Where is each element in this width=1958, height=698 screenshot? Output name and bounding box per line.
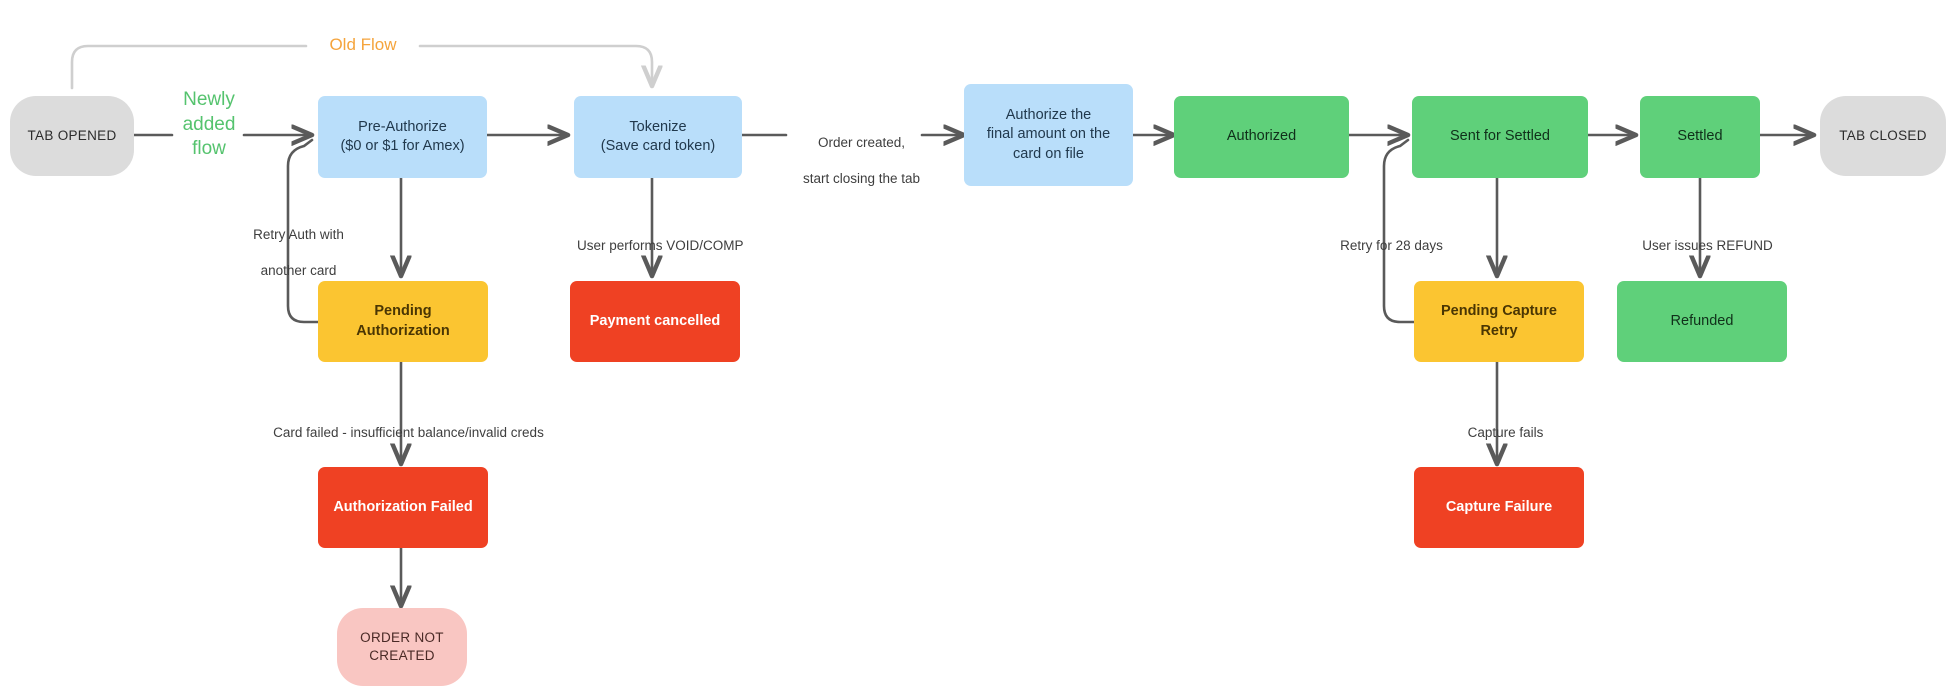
node-tab-closed[interactable]: TAB CLOSED [1820, 96, 1946, 176]
node-sent-for-settled[interactable]: Sent for Settled [1412, 96, 1588, 178]
label-retry-for-28-days: Retry for 28 days [1321, 219, 1447, 273]
edge-old-flow [70, 44, 308, 90]
retry-28-days-text: Retry for 28 days [1340, 238, 1443, 254]
authorize-final-line2: final amount on the [986, 126, 1111, 143]
edge-old-flow-right [418, 44, 652, 84]
user-void-comp-text: User performs VOID/COMP [577, 238, 744, 254]
node-settled-label: Settled [1677, 128, 1723, 145]
node-authorize-final-amount[interactable]: Authorize the final amount on the card o… [964, 84, 1133, 186]
node-payment-cancelled[interactable]: Payment cancelled [570, 281, 740, 362]
newly-added-flow-line1: Newly [183, 89, 235, 110]
retry-auth-line1: Retry Auth with [253, 227, 344, 243]
newly-added-flow-line2: added [182, 113, 236, 135]
node-settled[interactable]: Settled [1640, 96, 1760, 178]
node-sent-for-settled-label: Sent for Settled [1450, 128, 1550, 145]
node-pre-authorize[interactable]: Pre-Authorize ($0 or $1 for Amex) [318, 96, 487, 178]
label-retry-auth-with-another-card: Retry Auth with another card [226, 208, 356, 298]
tokenize-line2: (Save card token) [600, 138, 716, 154]
label-order-created: Order created, start closing the tab [786, 116, 922, 206]
node-pending-authorization[interactable]: Pending Authorization [318, 281, 488, 362]
node-pending-capture-retry[interactable]: Pending Capture Retry [1414, 281, 1584, 362]
node-refunded-label: Refunded [1670, 312, 1734, 329]
node-payment-cancelled-label: Payment cancelled [589, 312, 721, 329]
label-capture-fails: Capture fails [1443, 406, 1553, 460]
node-authorized-label: Authorized [1226, 128, 1297, 145]
label-user-performs-void-comp: User performs VOID/COMP [562, 219, 744, 273]
node-capture-failure-label: Capture Failure [1445, 498, 1553, 515]
node-order-not-created[interactable]: ORDER NOT CREATED [337, 608, 467, 686]
authorize-final-line3: card on file [1013, 145, 1084, 162]
user-issues-refund-text: User issues REFUND [1642, 238, 1773, 254]
node-tab-opened[interactable]: TAB OPENED [10, 96, 134, 176]
pre-authorize-line2: ($0 or $1 for Amex) [340, 138, 465, 154]
node-tokenize[interactable]: Tokenize (Save card token) [574, 96, 742, 178]
node-pending-authorization-label: Pending Authorization [356, 303, 450, 339]
node-authorization-failed-label: Authorization Failed [333, 498, 473, 515]
capture-fails-text: Capture fails [1467, 425, 1544, 441]
old-flow-text: Old Flow [329, 35, 397, 54]
node-pending-capture-retry-label: Pending Capture Retry [1440, 303, 1557, 339]
card-failed-text: Card failed - insufficient balance/inval… [273, 425, 544, 441]
node-authorized[interactable]: Authorized [1174, 96, 1349, 178]
node-tab-opened-label: TAB OPENED [27, 128, 117, 144]
pre-authorize-line1: Pre-Authorize [358, 118, 447, 135]
node-authorization-failed[interactable]: Authorization Failed [318, 467, 488, 548]
node-capture-failure[interactable]: Capture Failure [1414, 467, 1584, 548]
authorize-final-line1: Authorize the [1005, 107, 1092, 124]
label-user-issues-refund: User issues REFUND [1625, 219, 1775, 273]
order-not-created-line1: ORDER NOT [360, 630, 444, 646]
order-created-line2: start closing the tab [802, 171, 921, 187]
order-created-line1: Order created, [817, 135, 906, 151]
label-old-flow: Old Flow [306, 34, 420, 56]
node-tab-closed-label: TAB CLOSED [1839, 128, 1927, 144]
retry-auth-line2: another card [260, 263, 337, 279]
label-newly-added-flow: Newly added flow [172, 88, 246, 162]
order-not-created-line2: CREATED [369, 648, 435, 663]
label-card-failed: Card failed - insufficient balance/inval… [245, 406, 557, 460]
node-refunded[interactable]: Refunded [1617, 281, 1787, 362]
newly-added-flow-line3: flow [192, 138, 226, 160]
tokenize-line1: Tokenize [629, 118, 687, 135]
